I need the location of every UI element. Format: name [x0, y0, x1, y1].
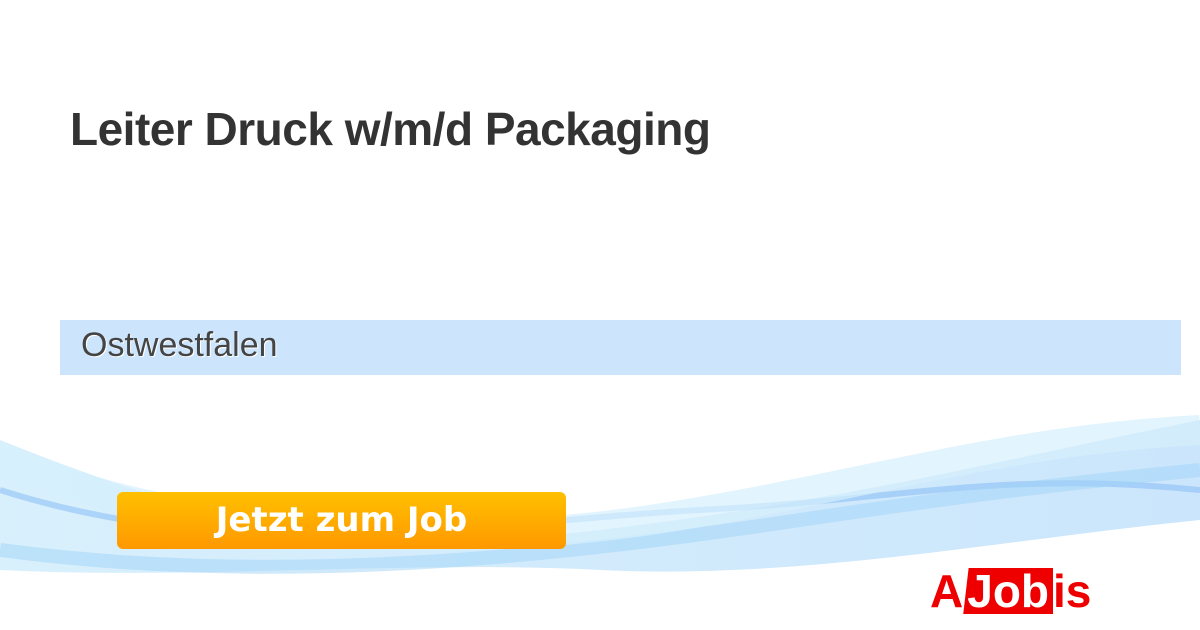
location-banner: Ostwestfalen	[60, 320, 1181, 375]
logo-part-is: is	[1053, 565, 1092, 617]
apply-button[interactable]: Jetzt zum Job	[117, 492, 566, 549]
job-title: Leiter Druck w/m/d Packaging	[70, 103, 711, 155]
location-text: Ostwestfalen	[81, 326, 278, 364]
logo-part-job: Job	[963, 568, 1054, 614]
logo-part-a: A	[930, 565, 964, 617]
ajobis-logo[interactable]: A Job is	[930, 566, 1091, 614]
